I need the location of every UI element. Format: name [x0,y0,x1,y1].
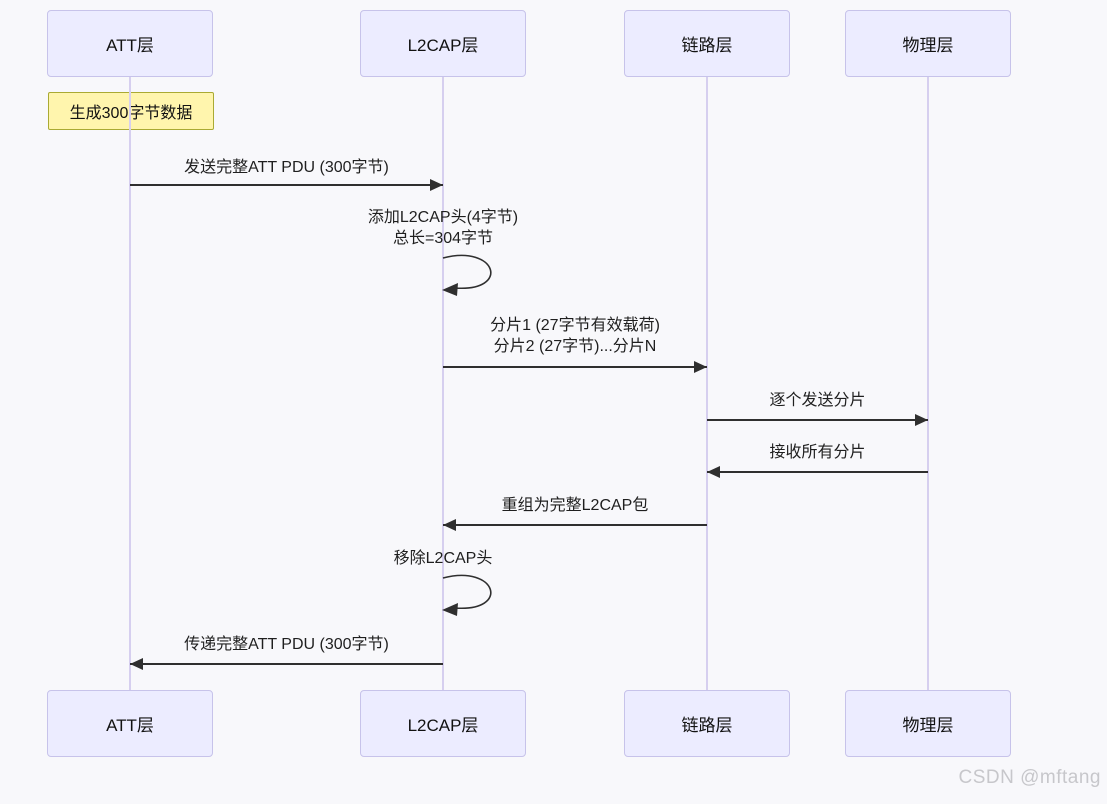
message-text: 接收所有分片 [769,442,865,463]
message-text: 逐个发送分片 [769,390,865,411]
message-arrowhead [915,414,928,426]
message-line [707,419,928,421]
message-text-line: 分片1 (27字节有效载荷) [490,317,660,334]
message-text: 传递完整ATT PDU (300字节) [184,634,389,655]
actor-top-phy: 物理层 [845,10,1011,77]
actor-label: ATT层 [106,36,154,55]
message-arrowhead [694,361,707,373]
message-text-line: 传递完整ATT PDU (300字节) [184,636,389,653]
watermark: CSDN @mftang [958,767,1101,788]
actor-label: 物理层 [902,36,954,55]
actor-label: ATT层 [106,716,154,735]
message-text: 重组为完整L2CAP包 [502,495,649,516]
lifeline-att [129,77,131,690]
message-line [707,471,928,473]
message-text: 移除L2CAP头 [394,548,493,569]
actor-label: L2CAP层 [407,36,479,55]
message-text: 添加L2CAP头(4字节) 总长=304字节 [368,207,518,249]
actor-label: 物理层 [902,716,954,735]
message-line [130,184,443,186]
actor-label: L2CAP层 [407,716,479,735]
message-line [130,663,443,665]
actor-top-att: ATT层 [47,10,213,77]
actor-bottom-l2cap: L2CAP层 [360,690,526,757]
message-arrowhead [707,466,720,478]
actor-bottom-link: 链路层 [624,690,790,757]
actor-top-l2cap: L2CAP层 [360,10,526,77]
message-text-line: 接收所有分片 [769,444,866,461]
actor-label: 链路层 [681,716,733,735]
self-loop-arrow [442,574,492,616]
message-text-line: 分片2 (27字节)...分片N [493,338,657,355]
message-text: 分片1 (27字节有效载荷) 分片2 (27字节)...分片N [490,315,660,357]
message-text-line: 总长=304字节 [392,230,494,247]
message-text-line: 重组为完整L2CAP包 [501,497,649,514]
actor-bottom-att: ATT层 [47,690,213,757]
message-arrowhead [430,179,443,191]
message-arrowhead [130,658,143,670]
lifeline-phy [927,77,929,690]
actor-top-link: 链路层 [624,10,790,77]
self-loop-arrow [442,254,492,296]
message-line [443,366,707,368]
message-text-line: 添加L2CAP头(4字节) [367,209,519,226]
message-text-line: 发送完整ATT PDU (300字节) [184,159,389,176]
note-box: 生成300字节数据 [48,92,214,130]
message-line [443,524,707,526]
message-text-line: 移除L2CAP头 [393,550,493,567]
actor-label: 链路层 [681,36,733,55]
actor-bottom-phy: 物理层 [845,690,1011,757]
lifeline-link [706,77,708,690]
message-text: 发送完整ATT PDU (300字节) [184,157,389,178]
lifeline-l2cap [442,77,444,690]
message-arrowhead [443,519,456,531]
message-text-line: 逐个发送分片 [769,392,866,409]
